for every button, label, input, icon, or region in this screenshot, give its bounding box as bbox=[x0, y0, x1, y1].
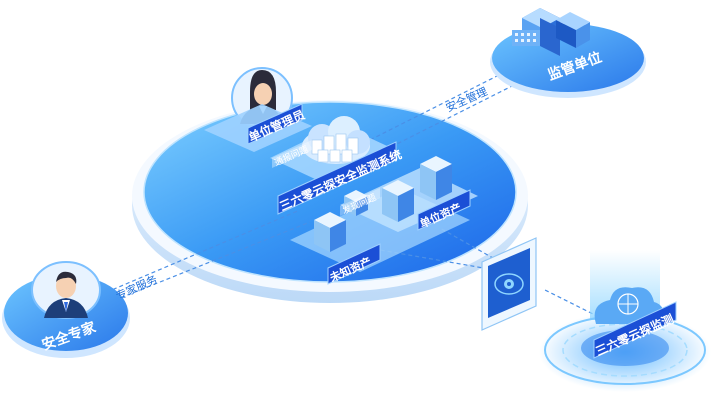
link-supervisor-platform bbox=[349, 71, 506, 151]
link-expert-platform bbox=[99, 209, 301, 296]
link-probe-unit bbox=[439, 227, 501, 263]
unknown-assets-banner bbox=[327, 243, 381, 285]
server-cube-2 bbox=[420, 156, 452, 200]
unit-assets-banner bbox=[417, 189, 471, 231]
link-supervisor-platform-2 bbox=[364, 81, 521, 161]
cloud-monitor-banner bbox=[593, 301, 677, 359]
server-cube-3 bbox=[314, 212, 346, 252]
discover-tag bbox=[340, 188, 380, 216]
connection-lines bbox=[94, 71, 606, 321]
link-expert-platform-2 bbox=[94, 221, 311, 309]
notify-tag bbox=[272, 140, 312, 168]
security-management-label: 安全管理 bbox=[444, 84, 490, 115]
server-cube-4 bbox=[344, 190, 368, 216]
eye-scanner-icon bbox=[494, 273, 524, 295]
platform-banner bbox=[277, 141, 397, 215]
banners bbox=[247, 103, 677, 359]
link-probe-unknown bbox=[379, 249, 496, 271]
asset-cubes bbox=[314, 156, 452, 252]
probe-device bbox=[481, 237, 537, 331]
building-icon bbox=[512, 8, 590, 56]
server-cube-1 bbox=[382, 180, 414, 222]
cloud-radar-icon bbox=[594, 287, 664, 324]
supervisor-node bbox=[490, 8, 646, 98]
admin-banner bbox=[247, 103, 303, 145]
cloud-monitor-node bbox=[539, 250, 711, 392]
male-user-icon bbox=[44, 271, 88, 318]
expert-service-label: 专家服务 bbox=[114, 272, 160, 303]
cloud-server-icon bbox=[302, 116, 370, 164]
expert-node bbox=[2, 261, 130, 358]
